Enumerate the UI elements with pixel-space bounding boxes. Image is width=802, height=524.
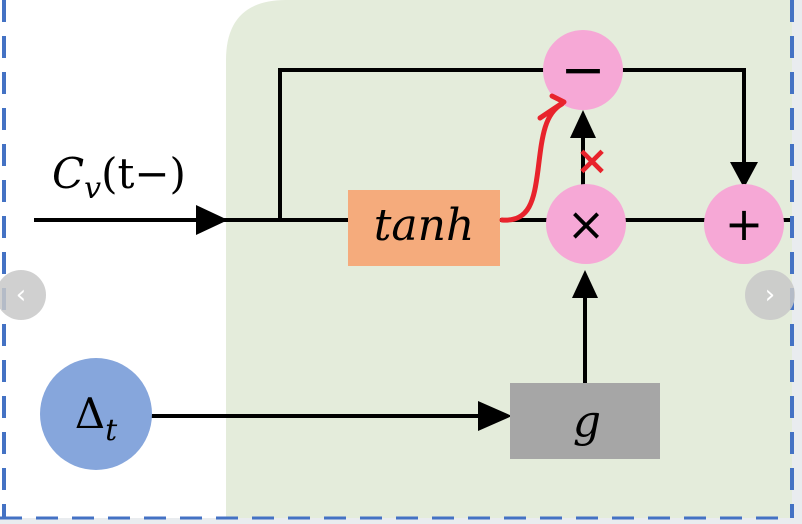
minus-node	[543, 30, 623, 110]
tanh-box	[348, 190, 500, 266]
g-to-mul-arrow-head	[572, 270, 598, 298]
annotation-arrow-head	[537, 93, 567, 121]
delta-label: Δt	[75, 389, 118, 448]
annotation-curve	[499, 101, 565, 223]
input-label-rest: (t−)	[101, 149, 186, 198]
g-box	[510, 383, 660, 459]
mul-to-minus-arrow-head	[570, 110, 596, 138]
annotation-cross: ×	[575, 138, 609, 184]
carousel-next-button[interactable]: ›	[745, 270, 795, 320]
delta-node	[40, 358, 152, 470]
skip-arrow-head	[730, 162, 758, 188]
delta-to-g-arrow-head	[478, 401, 512, 431]
input-label-sub: v	[84, 171, 101, 206]
carousel-prev-button[interactable]: ‹	[0, 270, 46, 320]
skip-connection	[278, 68, 746, 220]
plus-node	[704, 184, 784, 264]
delta-sub: t	[105, 413, 118, 448]
input-label: Cv(t−)	[52, 149, 186, 206]
g-label: g	[573, 396, 601, 447]
minus-symbol: −	[560, 38, 605, 101]
delta-base: Δ	[75, 389, 105, 438]
multiply-node	[546, 184, 626, 264]
input-arrow-head	[196, 205, 228, 235]
cell-panel	[226, 0, 792, 518]
multiply-symbol: ×	[567, 197, 606, 251]
chevron-right-icon: ›	[764, 280, 776, 310]
tanh-label: tanh	[374, 200, 475, 251]
chevron-left-icon: ‹	[15, 280, 27, 310]
plus-symbol: +	[725, 197, 764, 251]
input-label-base: C	[52, 149, 84, 198]
